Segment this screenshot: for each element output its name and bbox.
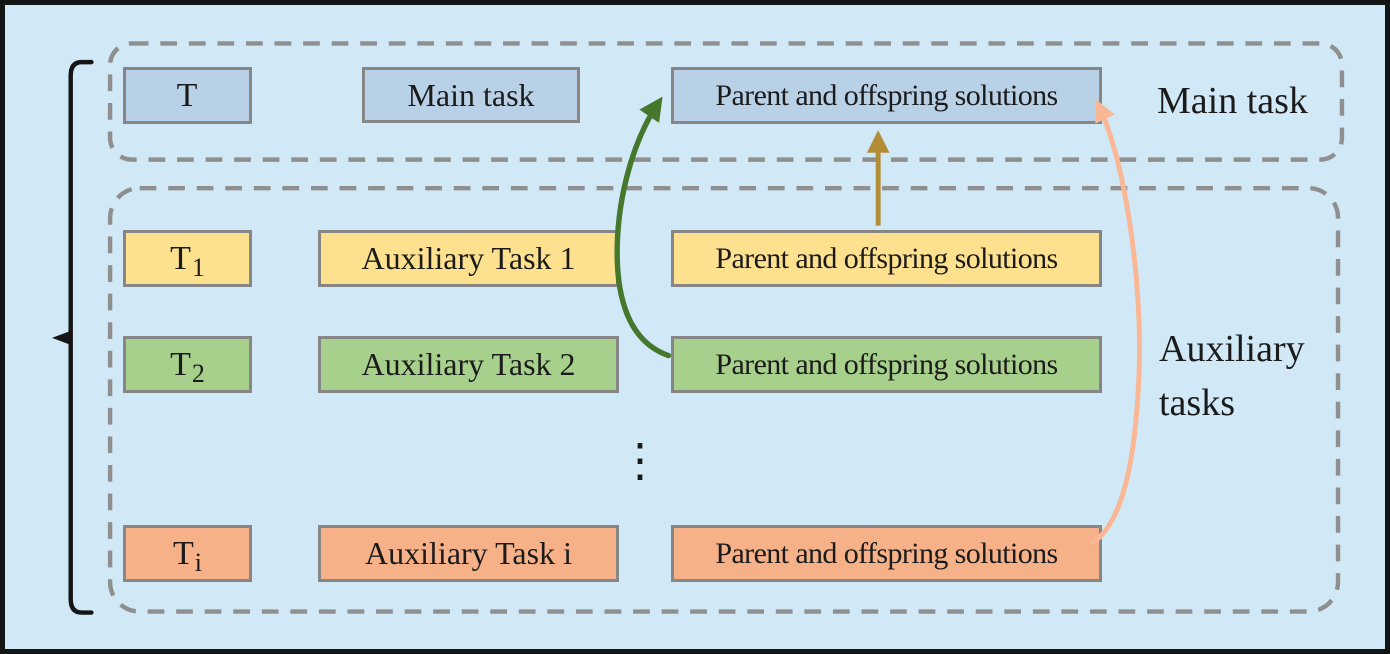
aux-task-1-box: Auxiliary Task 1 [318,230,619,287]
main-solutions-box: Parent and offspring solutions [671,67,1102,124]
aux-task-1-id-label: T [170,239,191,277]
aux-task-i-solutions-box: Parent and offspring solutions [671,525,1102,582]
left-brace-notch [51,330,72,346]
arrow-aux2-to-main-icon [614,96,672,359]
main-task-box: Main task [362,67,580,123]
aux-task-i-box: Auxiliary Task i [318,525,619,582]
aux-task-i-id-subscript: i [194,547,202,577]
aux-task-i-solutions-label: Parent and offspring solutions [715,536,1058,570]
aux-task-i-label: Auxiliary Task i [365,535,572,571]
aux-task-2-label: Auxiliary Task 2 [361,346,576,382]
main-task-id-label: T [176,76,198,114]
aux-task-1-label: Auxiliary Task 1 [361,240,576,276]
aux-task-2-solutions-label: Parent and offspring solutions [715,347,1058,381]
aux-task-2-id-subscript: 2 [191,358,205,388]
left-brace [68,59,94,615]
aux-task-2-id-label: T [170,345,191,383]
main-task-label: Main task [407,76,535,113]
arrow-auxi-to-main-icon [1090,99,1142,546]
aux-task-2-solutions-box: Parent and offspring solutions [671,336,1102,393]
vertical-ellipsis: ⋮ [617,433,663,487]
aux-task-1-solutions-label: Parent and offspring solutions [715,241,1058,275]
main-solutions-label: Parent and offspring solutions [715,78,1058,112]
aux-group-label: Auxiliary tasks [1159,328,1305,424]
aux-task-1-solutions-box: Parent and offspring solutions [671,230,1102,287]
aux-task-i-id-label: T [172,534,194,572]
main-group-label: Main task [1157,80,1308,122]
aux-task-2-box: Auxiliary Task 2 [318,336,619,393]
aux-task-1-id-subscript: 1 [191,252,205,282]
main-task-id-box: T [123,67,252,124]
